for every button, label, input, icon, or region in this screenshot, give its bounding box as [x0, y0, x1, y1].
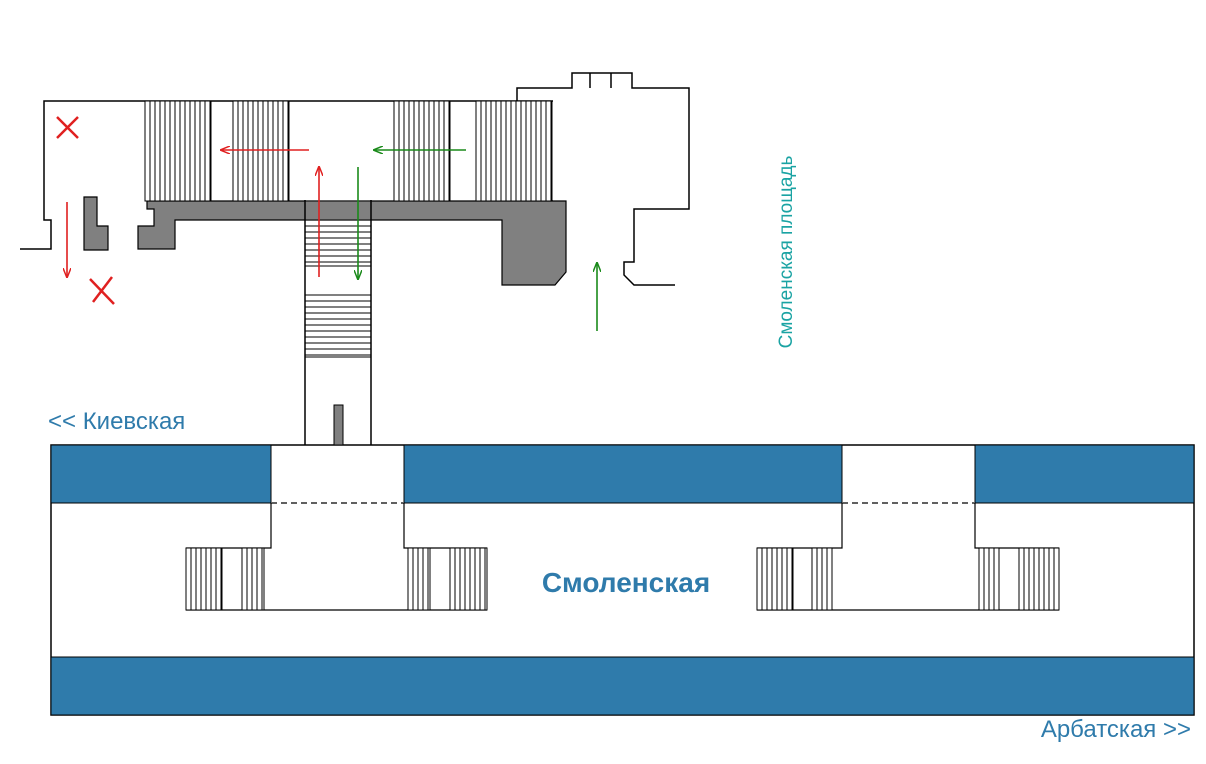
- corridor-stairs: [305, 225, 371, 356]
- escalator-block: [449, 547, 488, 611]
- track-bottom: [50, 656, 1195, 716]
- closed-marks: [56, 116, 115, 305]
- corridor-pillar: [333, 404, 344, 446]
- hall-outline: [20, 72, 690, 286]
- escalator-block: [232, 100, 290, 202]
- cross-icon: [89, 276, 115, 305]
- escalator-block: [407, 547, 431, 611]
- flow-arrows: [67, 150, 597, 331]
- hall-escalators: [144, 100, 553, 202]
- track-top-3: [974, 444, 1195, 504]
- track-top-2: [403, 444, 843, 504]
- left-pillar: [83, 196, 109, 251]
- escalator-block: [241, 547, 265, 611]
- square-label: Смоленская площадь: [776, 156, 797, 349]
- direction-right-label: Арбатская >>: [1041, 716, 1191, 743]
- station-name: Смоленская: [542, 567, 710, 598]
- platform-area: [50, 444, 1195, 716]
- cross-icon: [56, 116, 79, 139]
- track-top-1: [50, 444, 272, 504]
- direction-left-label: << Киевская: [48, 408, 185, 435]
- escalator-block: [475, 100, 553, 202]
- escalator-block: [393, 100, 451, 202]
- vestibule: [20, 72, 690, 446]
- platform-escalators: [185, 547, 1060, 611]
